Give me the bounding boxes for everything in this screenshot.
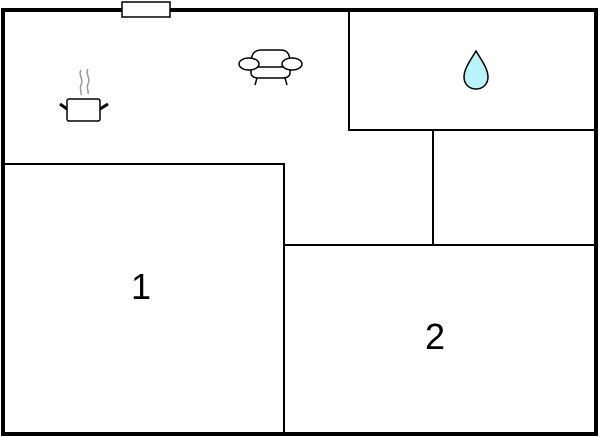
outer-wall xyxy=(1,8,598,436)
cooking-pot-icon xyxy=(59,68,109,122)
room-2-label: 2 xyxy=(424,316,446,357)
armchair-icon xyxy=(238,49,303,86)
room-1-wall xyxy=(3,163,285,434)
room-1-label: 1 xyxy=(130,266,152,307)
window xyxy=(121,1,171,18)
water-drop-icon xyxy=(463,49,489,90)
bathroom-wall xyxy=(348,10,596,131)
